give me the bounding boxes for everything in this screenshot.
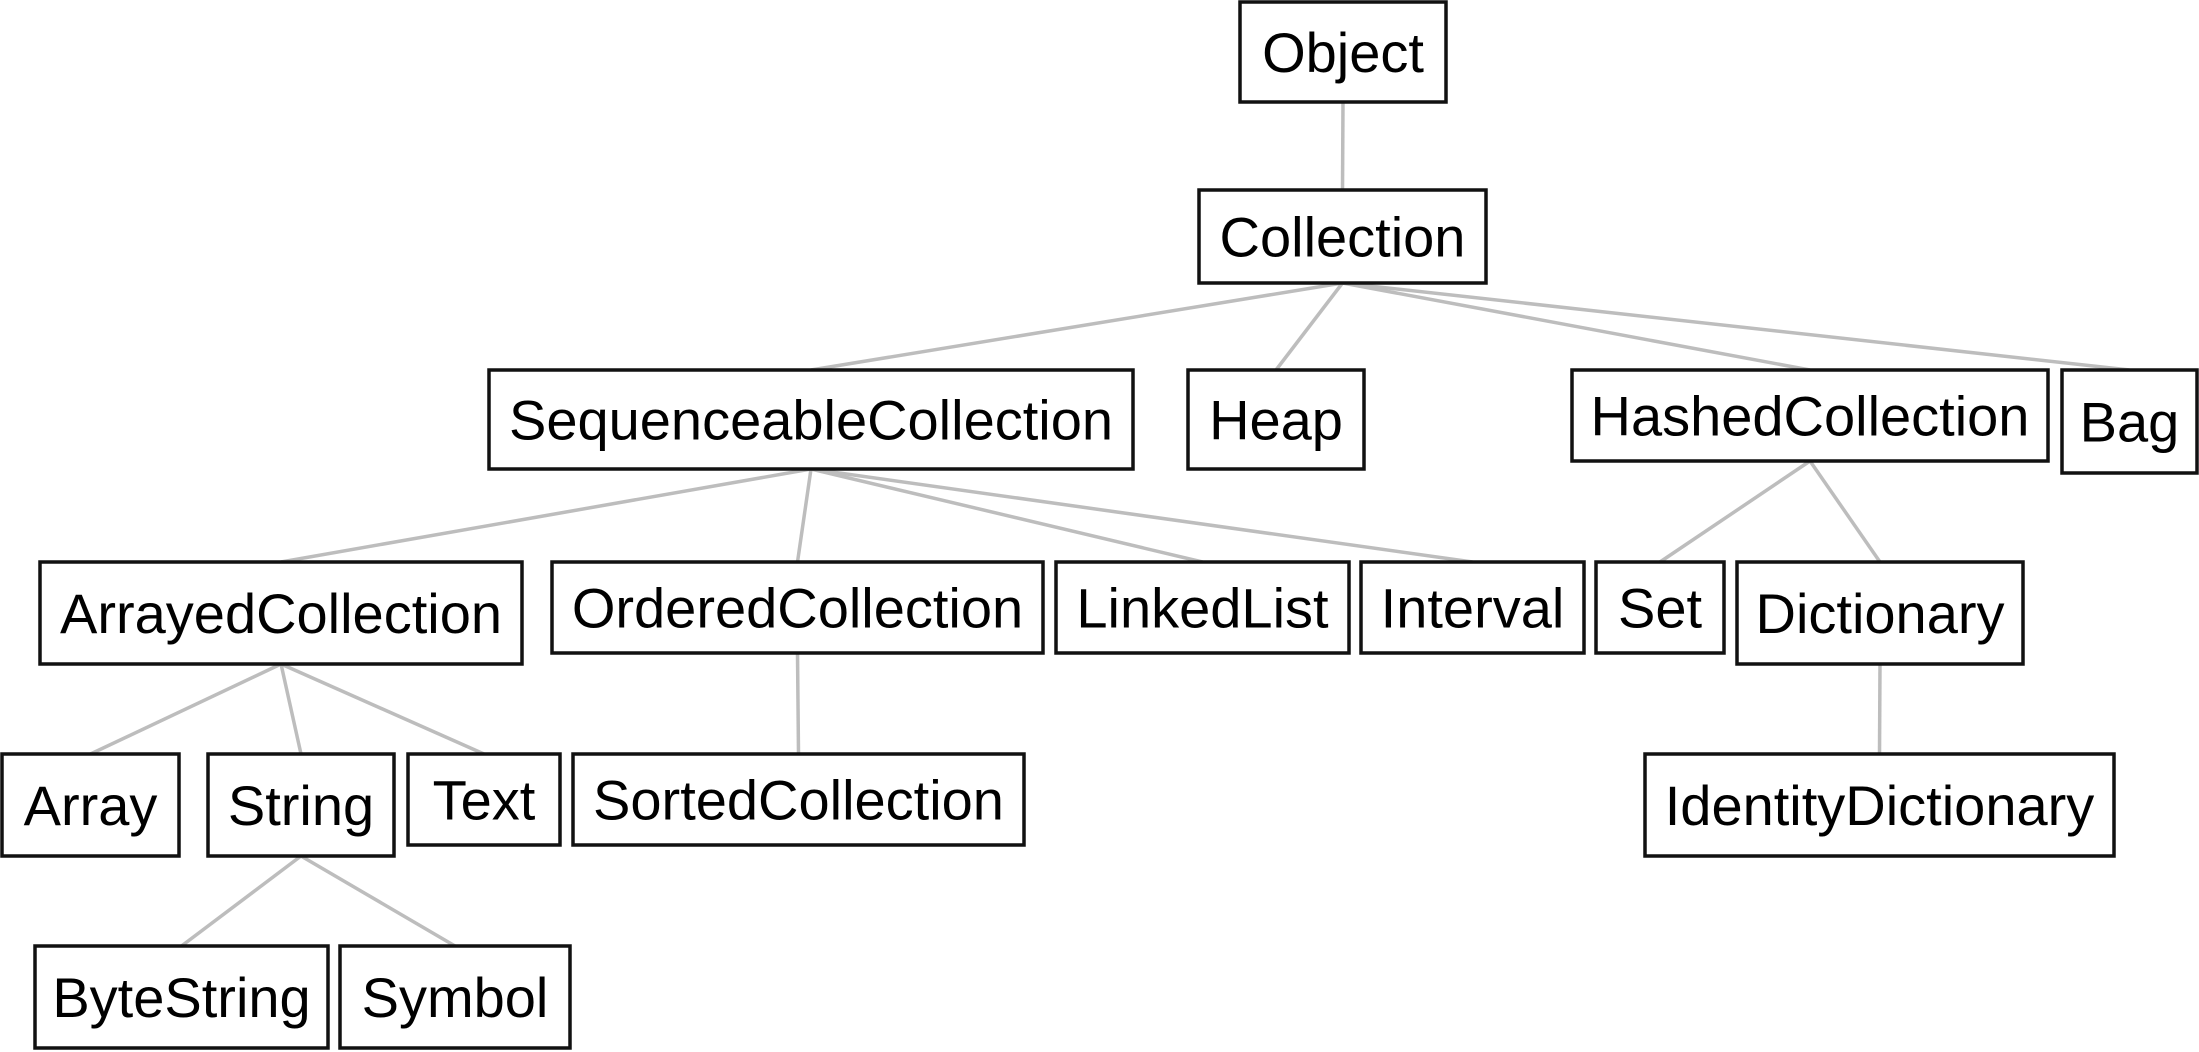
node-label-string: String: [228, 774, 374, 837]
edge-hashed-dictionary: [1808, 460, 1882, 563]
node-identitydict: IdentityDictionary: [1643, 752, 2116, 858]
node-text: Text: [406, 752, 562, 847]
edges-layer: [89, 101, 2130, 948]
node-label-sequenceable: SequenceableCollection: [509, 389, 1113, 452]
edge-arrayed-text: [280, 662, 485, 756]
node-label-identitydict: IdentityDictionary: [1665, 774, 2095, 837]
node-label-bag: Bag: [2080, 391, 2180, 454]
node-box-arrayed: [38, 560, 524, 666]
node-box-symbol: [338, 944, 572, 1050]
node-sorted: SortedCollection: [571, 752, 1026, 847]
edge-collection-heap: [1274, 281, 1344, 372]
node-interval: Interval: [1359, 560, 1586, 655]
edge-arrayed-string: [279, 663, 303, 755]
node-label-hashed: HashedCollection: [1591, 385, 2030, 448]
edge-collection-sequenceable: [810, 281, 1343, 372]
edge-string-bytestring: [180, 854, 303, 948]
node-symbol: Symbol: [338, 944, 572, 1050]
node-label-object: Object: [1262, 21, 1424, 84]
node-box-linkedlist: [1054, 560, 1351, 655]
edge-sequenceable-interval: [810, 467, 1473, 564]
node-box-text: [406, 752, 562, 847]
node-label-linkedlist: LinkedList: [1076, 577, 1329, 640]
node-bytestring: ByteString: [33, 944, 330, 1050]
node-linkedlist: LinkedList: [1054, 560, 1351, 655]
edge-collection-bag: [1342, 281, 2130, 372]
edge-ordered-sorted: [795, 652, 801, 755]
edge-sequenceable-linkedlist: [810, 467, 1203, 564]
edge-dictionary-identitydict: [1877, 663, 1882, 755]
edge-sequenceable-ordered: [795, 468, 813, 563]
node-dictionary: Dictionary: [1735, 560, 2025, 666]
node-box-array: [0, 752, 181, 858]
node-label-bytestring: ByteString: [52, 966, 310, 1029]
node-label-sorted: SortedCollection: [593, 769, 1004, 832]
node-box-string: [206, 752, 396, 858]
node-label-dictionary: Dictionary: [1756, 582, 2005, 645]
node-box-sorted: [571, 752, 1026, 847]
node-label-ordered: OrderedCollection: [572, 577, 1023, 640]
node-box-bytestring: [33, 944, 330, 1050]
node-label-text: Text: [433, 769, 536, 832]
node-sequenceable: SequenceableCollection: [487, 368, 1135, 471]
edge-hashed-set: [1659, 459, 1811, 564]
node-collection: Collection: [1197, 188, 1488, 285]
node-label-arrayed: ArrayedCollection: [60, 582, 502, 645]
node-box-dictionary: [1735, 560, 2025, 666]
node-label-interval: Interval: [1381, 577, 1565, 640]
node-box-collection: [1197, 188, 1488, 285]
node-box-interval: [1359, 560, 1586, 655]
node-label-heap: Heap: [1209, 389, 1343, 452]
node-label-symbol: Symbol: [362, 966, 549, 1029]
node-box-sequenceable: [487, 368, 1135, 471]
node-box-identitydict: [1643, 752, 2116, 858]
node-object: Object: [1238, 0, 1448, 104]
node-box-bag: [2060, 368, 2199, 475]
node-hashed: HashedCollection: [1570, 368, 2050, 463]
node-label-array: Array: [24, 774, 158, 837]
edge-sequenceable-arrayed: [280, 467, 812, 564]
node-box-object: [1238, 0, 1448, 104]
node-label-set: Set: [1618, 577, 1702, 640]
edge-string-symbol: [300, 854, 456, 948]
node-heap: Heap: [1186, 368, 1366, 471]
node-set: Set: [1594, 560, 1726, 655]
edge-collection-hashed: [1342, 281, 1811, 372]
node-label-collection: Collection: [1220, 206, 1466, 269]
edge-object-collection: [1340, 101, 1345, 191]
node-box-hashed: [1570, 368, 2050, 463]
node-box-ordered: [550, 560, 1045, 655]
node-arrayed: ArrayedCollection: [38, 560, 524, 666]
node-array: Array: [0, 752, 181, 858]
node-string: String: [206, 752, 396, 858]
node-box-set: [1594, 560, 1726, 655]
edge-arrayed-array: [89, 662, 282, 756]
node-ordered: OrderedCollection: [550, 560, 1045, 655]
node-bag: Bag: [2060, 368, 2199, 475]
node-box-heap: [1186, 368, 1366, 471]
